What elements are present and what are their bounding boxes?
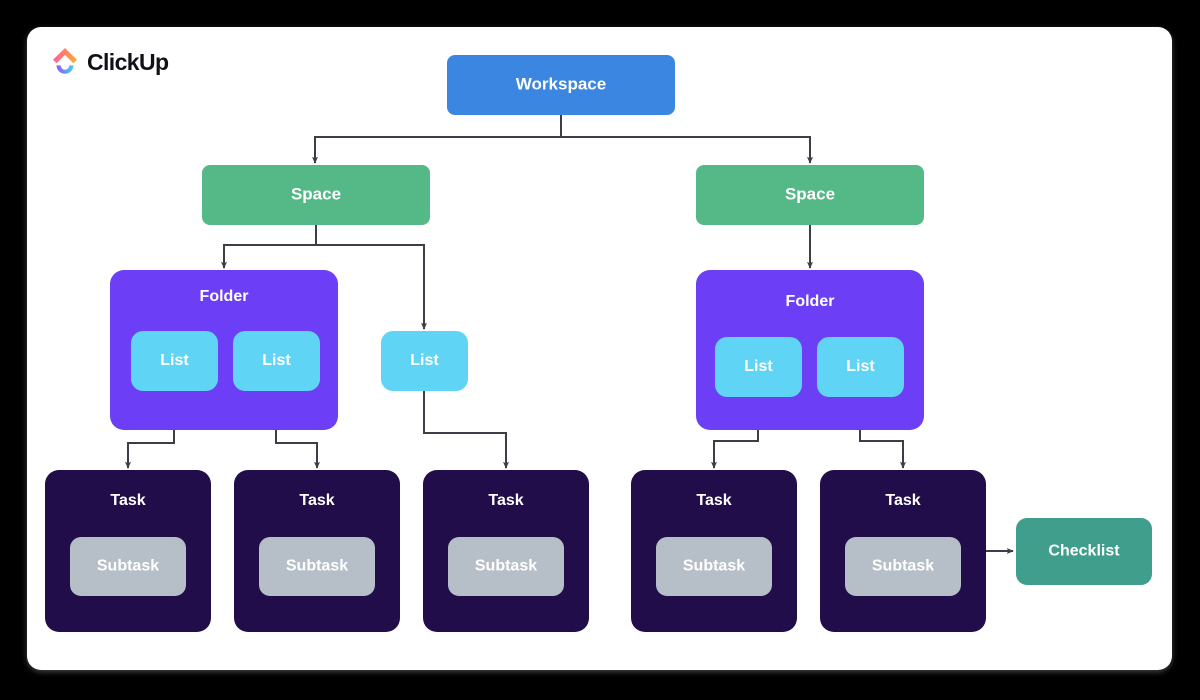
node-label-subtask-3: Subtask bbox=[475, 558, 537, 575]
node-shape-workspace bbox=[447, 55, 675, 115]
node-label-checklist: Checklist bbox=[1048, 543, 1120, 560]
node-label-subtask-1: Subtask bbox=[97, 558, 159, 575]
node-label-list-5: List bbox=[846, 358, 875, 375]
node-shape-list bbox=[233, 331, 320, 391]
brand-name: ClickUp bbox=[87, 48, 169, 75]
node-label-folder-left: Folder bbox=[200, 288, 249, 305]
node-shape-list bbox=[817, 337, 904, 397]
node-shape-list bbox=[381, 331, 468, 391]
node-shape-subtask bbox=[656, 537, 772, 596]
node-shape-list bbox=[715, 337, 802, 397]
node-label-subtask-2: Subtask bbox=[286, 558, 348, 575]
node-shape-subtask bbox=[70, 537, 186, 596]
clickup-logo-icon bbox=[53, 48, 77, 74]
node-subtask-4[interactable]: Subtask bbox=[656, 537, 772, 596]
node-label-task-5: Task bbox=[885, 492, 920, 509]
node-list-1[interactable]: List bbox=[131, 331, 218, 391]
node-label-subtask-4: Subtask bbox=[683, 558, 745, 575]
node-label-task-1: Task bbox=[110, 492, 145, 509]
node-label-list-2: List bbox=[262, 352, 291, 369]
node-label-task-3: Task bbox=[488, 492, 523, 509]
connector-space-left-to-list-3 bbox=[315, 225, 427, 330]
node-list-4[interactable]: List bbox=[715, 337, 802, 397]
node-shape-subtask bbox=[845, 537, 961, 596]
connector-list-3-to-task-3 bbox=[423, 391, 509, 469]
clickup-brand: ClickUp bbox=[52, 45, 169, 79]
node-checklist[interactable]: Checklist bbox=[1016, 518, 1152, 585]
node-label-task-4: Task bbox=[696, 492, 731, 509]
node-label-space-right: Space bbox=[785, 184, 835, 203]
node-workspace[interactable]: Workspace bbox=[447, 55, 675, 115]
connector-workspace-to-space-left bbox=[312, 115, 562, 164]
node-list-5[interactable]: List bbox=[817, 337, 904, 397]
connector-space-left-to-folder bbox=[221, 225, 317, 269]
node-shape-list bbox=[131, 331, 218, 391]
node-list-2[interactable]: List bbox=[233, 331, 320, 391]
node-list-3[interactable]: List bbox=[381, 331, 468, 391]
node-label-workspace: Workspace bbox=[516, 74, 606, 93]
node-subtask-3[interactable]: Subtask bbox=[448, 537, 564, 596]
node-label-list-1: List bbox=[160, 352, 189, 369]
node-shape-space bbox=[696, 165, 924, 225]
node-label-list-4: List bbox=[744, 358, 773, 375]
node-label-space-left: Space bbox=[291, 184, 341, 203]
node-shape-subtask bbox=[259, 537, 375, 596]
node-label-list-3: List bbox=[410, 352, 439, 369]
node-subtask-5[interactable]: Subtask bbox=[845, 537, 961, 596]
node-space-right[interactable]: Space bbox=[696, 165, 924, 225]
node-subtask-2[interactable]: Subtask bbox=[259, 537, 375, 596]
node-space-left[interactable]: Space bbox=[202, 165, 430, 225]
node-shape-subtask bbox=[448, 537, 564, 596]
node-shape-space bbox=[202, 165, 430, 225]
node-label-folder-right: Folder bbox=[786, 293, 835, 310]
node-label-task-2: Task bbox=[299, 492, 334, 509]
node-subtask-1[interactable]: Subtask bbox=[70, 537, 186, 596]
connector-workspace-to-space-right bbox=[560, 115, 813, 164]
node-label-subtask-5: Subtask bbox=[872, 558, 934, 575]
node-shape-checklist bbox=[1016, 518, 1152, 585]
